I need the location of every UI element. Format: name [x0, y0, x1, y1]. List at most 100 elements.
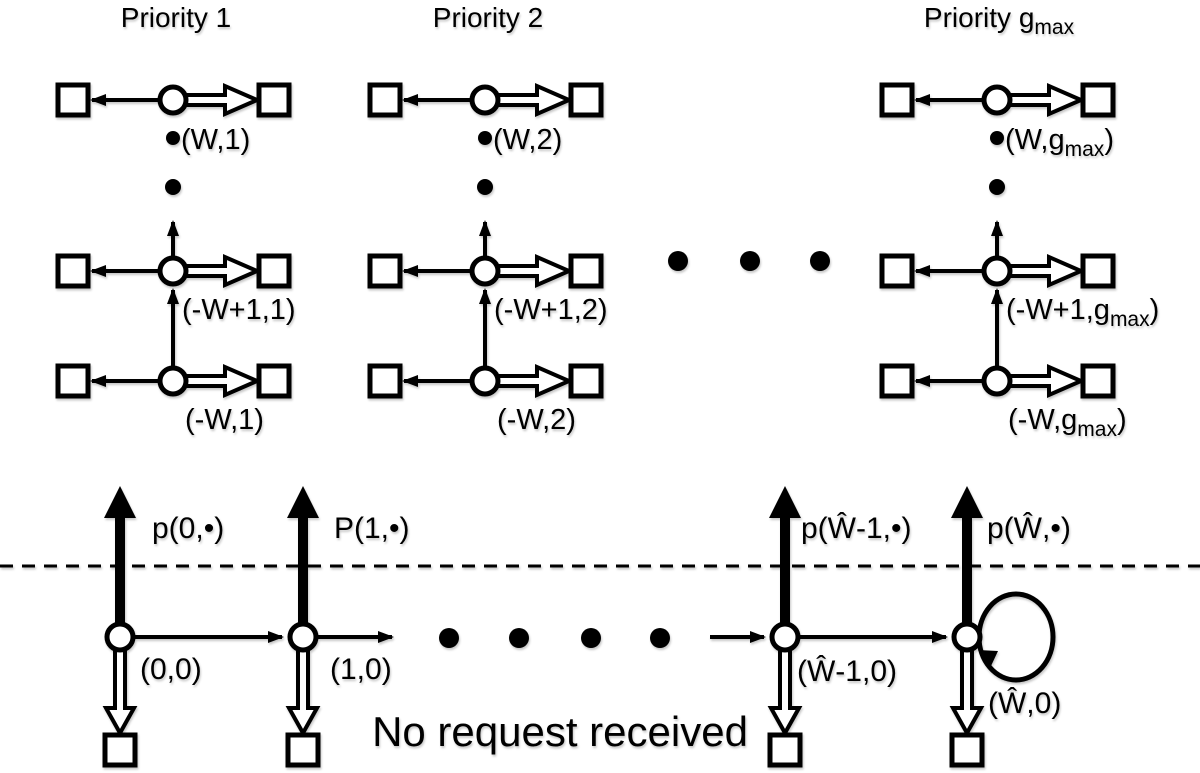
rate-label: p(Ŵ-1,•) [801, 512, 912, 545]
self-loop [976, 591, 1056, 683]
departure-rate-arrow [104, 486, 136, 640]
departure-rate-arrow [951, 486, 983, 640]
square-state [256, 253, 292, 289]
state-label: (Ŵ,0) [988, 687, 1061, 720]
departure-rate-arrow [287, 486, 319, 640]
horizontal-ellipsis-dot [668, 251, 688, 271]
hollow-arrow-to-right-square [1008, 82, 1086, 118]
square-state [55, 363, 91, 399]
hollow-arrow-down [767, 648, 803, 738]
square-state [949, 732, 985, 768]
vertical-ellipsis-dot [990, 131, 1004, 145]
hollow-arrow-to-right-square [496, 363, 574, 399]
hollow-arrow-down [102, 648, 138, 738]
caption-no-request: No request received [372, 708, 748, 755]
state-unit-top: (W,1) [55, 82, 292, 195]
state-label: (W,1) [181, 124, 250, 156]
circle-state [157, 365, 189, 397]
state-label: (-W+1,1) [182, 294, 296, 326]
vertical-ellipsis-dot [166, 131, 180, 145]
hollow-arrow-to-right-square [184, 82, 262, 118]
state-label: (-W,gmax) [1008, 404, 1127, 441]
square-state [102, 732, 138, 768]
hollow-arrow-to-right-square [184, 363, 262, 399]
square-state [367, 253, 403, 289]
circle-state [981, 84, 1013, 116]
circle-state [104, 621, 136, 653]
horizontal-ellipsis [668, 251, 830, 271]
priority-column-1: Priority 1 (W,1) (-W+1,1) [55, 2, 296, 436]
bottom-row: p(0,•) P(1,•) p(Ŵ-1,•) p(Ŵ,•) [0, 486, 1200, 768]
circle-state [981, 255, 1013, 287]
state-label: (-W+1,gmax) [1006, 294, 1159, 331]
column-title: Priority 1 [121, 2, 231, 33]
square-state [767, 732, 803, 768]
state-label: (-W,2) [497, 404, 576, 436]
square-state [367, 363, 403, 399]
circle-state [951, 621, 983, 653]
circle-state [469, 84, 501, 116]
square-state [879, 253, 915, 289]
thick-up-arrow-head [104, 486, 136, 518]
square-state [285, 732, 321, 768]
square-state [256, 82, 292, 118]
horizontal-ellipsis-dot [810, 251, 830, 271]
square-state [1080, 253, 1116, 289]
state-label: (1,0) [330, 653, 392, 686]
state-label: (Ŵ-1,0) [797, 655, 897, 688]
horizontal-ellipsis-dot [581, 628, 601, 648]
state-unit-middle: (-W+1,1) [55, 220, 296, 367]
rate-label: p(0,•) [152, 512, 224, 545]
state-unit-bottom: (-W,2) [367, 363, 604, 436]
thick-up-arrow-head [951, 486, 983, 518]
column-title: Priority 2 [433, 2, 543, 33]
circle-state [157, 255, 189, 287]
state-unit-top: (W,gmax) [879, 82, 1116, 195]
self-loop-arrowhead [978, 650, 998, 666]
square-state [879, 82, 915, 118]
horizontal-ellipsis-dot [509, 628, 529, 648]
priority-column-2: Priority 2 (W,2) (-W+1,2) [367, 2, 608, 436]
state-label: (0,0) [140, 653, 202, 686]
circle-state [469, 255, 501, 287]
hollow-arrow-to-right-square [184, 253, 262, 289]
state-label: (W,2) [493, 124, 562, 156]
state-label: (W,gmax) [1005, 124, 1114, 161]
priority-column-gmax: Priority gmax (W,gmax) (-W+1,gmax) [879, 2, 1159, 441]
thick-up-arrow-head [287, 486, 319, 518]
state-label: (-W+1,2) [494, 294, 608, 326]
state-unit-middle: (-W+1,gmax) [879, 220, 1159, 367]
vertical-ellipsis-dot [478, 131, 492, 145]
state-unit-middle: (-W+1,2) [367, 220, 608, 367]
departure-rate-arrow [769, 486, 801, 640]
state-unit-top: (W,2) [367, 82, 604, 195]
rate-label: p(Ŵ,•) [987, 512, 1071, 545]
square-state [55, 253, 91, 289]
circle-state [287, 621, 319, 653]
state-unit-bottom: (-W,gmax) [879, 363, 1127, 441]
square-state [55, 82, 91, 118]
self-loop-arrow [976, 591, 1056, 683]
hollow-arrow-to-right-square [1008, 363, 1086, 399]
square-state [568, 253, 604, 289]
square-state [367, 82, 403, 118]
horizontal-ellipsis-dot [740, 251, 760, 271]
vertical-ellipsis-dot [989, 179, 1005, 195]
horizontal-ellipsis-dot [439, 628, 459, 648]
state-label: (-W,1) [185, 404, 264, 436]
hollow-arrow-down [949, 648, 985, 738]
hollow-arrow-to-right-square [496, 253, 574, 289]
vertical-ellipsis-dot [165, 179, 181, 195]
circle-state [981, 365, 1013, 397]
hollow-arrow-to-right-square [1008, 253, 1086, 289]
square-state [568, 82, 604, 118]
hollow-arrow-down [285, 648, 321, 738]
state-unit-bottom: (-W,1) [55, 363, 292, 436]
rate-label: P(1,•) [334, 512, 410, 545]
square-state [568, 363, 604, 399]
horizontal-ellipsis-dot [650, 628, 670, 648]
circle-state [769, 621, 801, 653]
circle-state [469, 365, 501, 397]
